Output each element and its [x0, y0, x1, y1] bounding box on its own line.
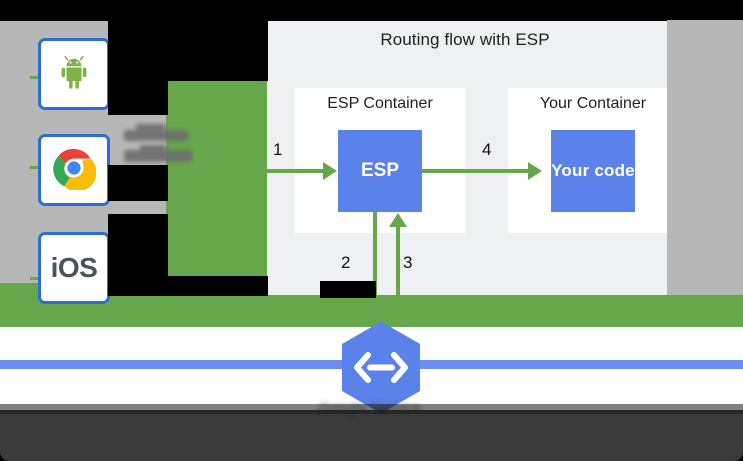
- occlusion-block: [168, 21, 268, 81]
- redacted-text-block: [124, 150, 192, 162]
- arrow-3-head: [389, 213, 407, 227]
- bottom-overlay-fade: [0, 404, 743, 414]
- arrow-4-head: [528, 162, 542, 180]
- flow-number-1: 1: [273, 140, 283, 159]
- redacted-text-block: [140, 145, 166, 153]
- your-code-box: Your code: [551, 130, 635, 212]
- esp-container-label: ESP Container: [327, 95, 433, 112]
- client-card-ios[interactable]: iOS: [38, 232, 110, 304]
- bottom-overlay: [0, 410, 743, 461]
- your-container-label: Your Container: [539, 95, 647, 112]
- arrow-2-line: [373, 212, 377, 322]
- occlusion-block: [108, 79, 168, 115]
- service-logo: [337, 320, 425, 415]
- redacted-text-block: [124, 130, 188, 141]
- ios-label: iOS: [50, 252, 98, 283]
- diagram-title: Routing flow with ESP: [380, 30, 550, 49]
- occlusion-block: [108, 276, 268, 296]
- right-gray-strip: [667, 20, 743, 295]
- occlusion-block: [320, 281, 376, 298]
- arrow-1-head: [323, 162, 337, 180]
- flow-number-3: 3: [403, 253, 413, 272]
- flow-number-2: 2: [341, 253, 351, 272]
- client-card-android[interactable]: [38, 38, 110, 110]
- esp-box: ESP: [338, 130, 422, 212]
- arrow-4-line: [422, 169, 532, 173]
- chrome-icon: [52, 146, 97, 195]
- occlusion-block: [556, 0, 743, 21]
- client-card-chrome[interactable]: [38, 134, 110, 206]
- arrow-1-line: [263, 169, 325, 173]
- occlusion-block: [108, 165, 168, 201]
- backdrop-strip-upper: [0, 113, 192, 127]
- redacted-text-block: [136, 124, 166, 132]
- google-service-hexagon-icon: [342, 321, 420, 414]
- green-center-block: [166, 80, 267, 292]
- android-icon: [54, 52, 94, 97]
- arrow-3-line: [396, 226, 400, 322]
- flow-number-4: 4: [482, 140, 492, 159]
- occlusion-block: [108, 214, 168, 278]
